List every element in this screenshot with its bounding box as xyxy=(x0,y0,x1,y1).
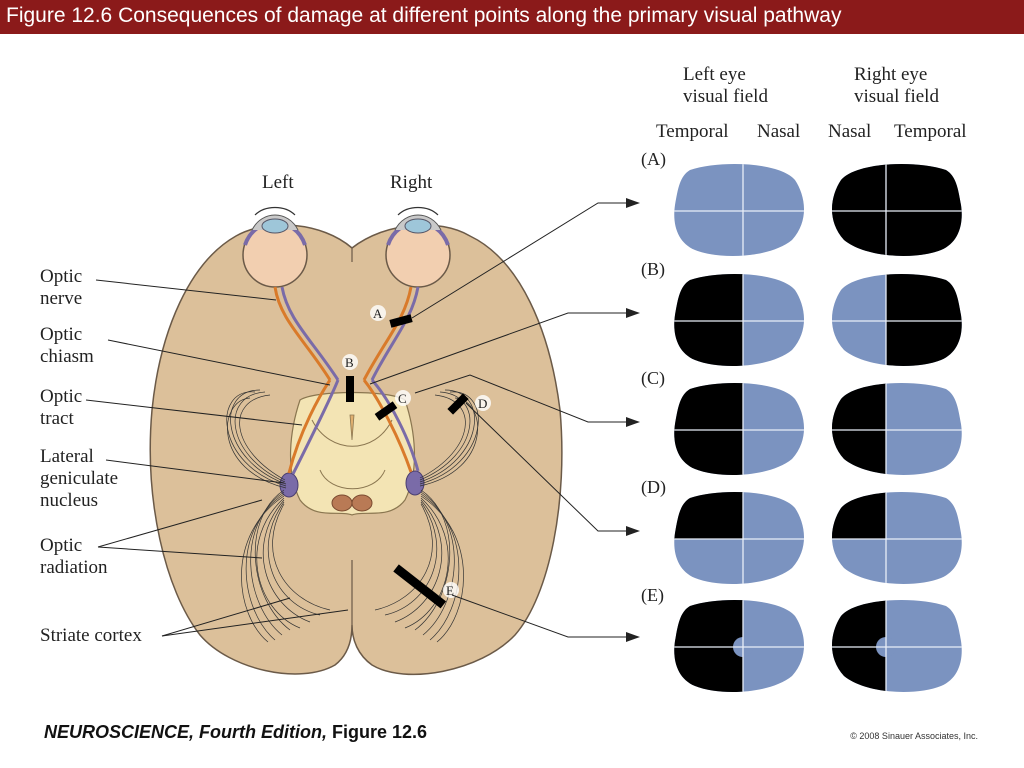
row-labels: (A) (B) (C) (D) (E) xyxy=(641,149,666,606)
right-eye-header: Right eye visual field xyxy=(854,64,939,107)
left-eye-field-a xyxy=(674,164,805,256)
row-label-d: (D) xyxy=(641,477,666,498)
lgn-label: Lateral geniculate nucleus xyxy=(40,446,123,511)
field-row-e xyxy=(674,600,962,692)
row-label-a: (A) xyxy=(641,149,666,170)
optic-radiation-right xyxy=(374,389,479,643)
copyright: © 2008 Sinauer Associates, Inc. xyxy=(850,731,978,741)
field-row-a xyxy=(674,164,962,256)
lesion-label-d: D xyxy=(478,396,487,411)
right-label: Right xyxy=(390,172,433,193)
leader-optic-nerve xyxy=(95,279,277,301)
arrowheads xyxy=(626,198,640,642)
right-eye-field-b xyxy=(831,274,962,366)
lesion-d xyxy=(447,393,469,415)
optic-radiation-left xyxy=(226,389,331,643)
optic-tract-label: Optic tract xyxy=(40,386,87,429)
figure-number: Figure 12.6 xyxy=(327,722,428,742)
midbrain xyxy=(289,391,416,516)
book-citation: NEUROSCIENCE, Fourth Edition, Figure 12.… xyxy=(44,722,427,743)
right-temporal-header: Temporal xyxy=(894,121,967,142)
lesion-label-c: C xyxy=(398,391,407,406)
lesion-b xyxy=(346,376,354,402)
leader-optic-chiasm xyxy=(107,339,331,386)
left-eye-field-c xyxy=(674,383,805,475)
leader-lgn xyxy=(105,459,285,484)
right-eye-field-c xyxy=(831,383,962,475)
leader-optic-tract xyxy=(85,399,303,426)
structure-labels: Optic nerve Optic chiasm Optic tract Lat… xyxy=(40,266,349,646)
lesion-a xyxy=(389,314,413,328)
title-bar: Figure 12.6 Consequences of damage at di… xyxy=(0,0,1024,34)
row-label-b: (B) xyxy=(641,259,665,280)
lgn-right xyxy=(405,470,425,496)
left-eye-field-e xyxy=(674,600,805,692)
lesion-c xyxy=(374,401,398,421)
left-label: Left xyxy=(262,172,294,193)
optic-nerves xyxy=(273,286,420,475)
left-nasal-header: Nasal xyxy=(757,121,800,142)
leader-radiation-2 xyxy=(97,546,263,559)
left-eye-header: Left eye visual field xyxy=(683,64,768,107)
row-label-e: (E) xyxy=(641,585,664,606)
right-nasal-header: Nasal xyxy=(828,121,871,142)
leader-striate-1 xyxy=(161,597,291,637)
leader-radiation-1 xyxy=(97,499,263,548)
field-row-b xyxy=(674,274,962,366)
lesion-label-b: B xyxy=(345,355,354,370)
visual-field-rows xyxy=(674,164,962,692)
left-eye-field-d xyxy=(674,492,805,584)
lesion-markers xyxy=(346,314,469,609)
right-eye-field-e xyxy=(831,600,962,692)
visual-pathway-diagram: A B C D E Left Right Optic nerve Optic c… xyxy=(40,64,967,692)
book-title: NEUROSCIENCE, xyxy=(44,722,195,742)
right-eye xyxy=(385,206,451,288)
right-eye-field-d xyxy=(831,492,962,584)
lesion-label-a: A xyxy=(373,306,383,321)
left-eye xyxy=(242,206,308,288)
striate-cortex-label: Striate cortex xyxy=(40,625,142,646)
field-headers: Left eye visual field Right eye visual f… xyxy=(656,64,967,142)
optic-radiation-label: Optic radiation xyxy=(40,535,108,578)
lesion-letters: A B C D E xyxy=(342,305,491,598)
book-edition: Fourth Edition, xyxy=(194,722,328,742)
connector-arrows xyxy=(369,202,628,638)
optic-nerve-label: Optic nerve xyxy=(40,266,87,309)
left-eye-field-b xyxy=(674,274,805,366)
row-label-c: (C) xyxy=(641,368,665,389)
slide-title: Figure 12.6 Consequences of damage at di… xyxy=(6,4,842,27)
lesion-label-e: E xyxy=(446,583,454,598)
right-eye-field-a xyxy=(831,164,962,256)
field-row-c xyxy=(674,383,962,475)
brain-illustration: A B C D E xyxy=(149,206,563,676)
leader-striate-2 xyxy=(161,609,349,637)
lesion-e xyxy=(393,564,447,609)
optic-chiasm-label: Optic chiasm xyxy=(40,324,94,367)
field-row-d xyxy=(674,492,962,584)
left-temporal-header: Temporal xyxy=(656,121,729,142)
